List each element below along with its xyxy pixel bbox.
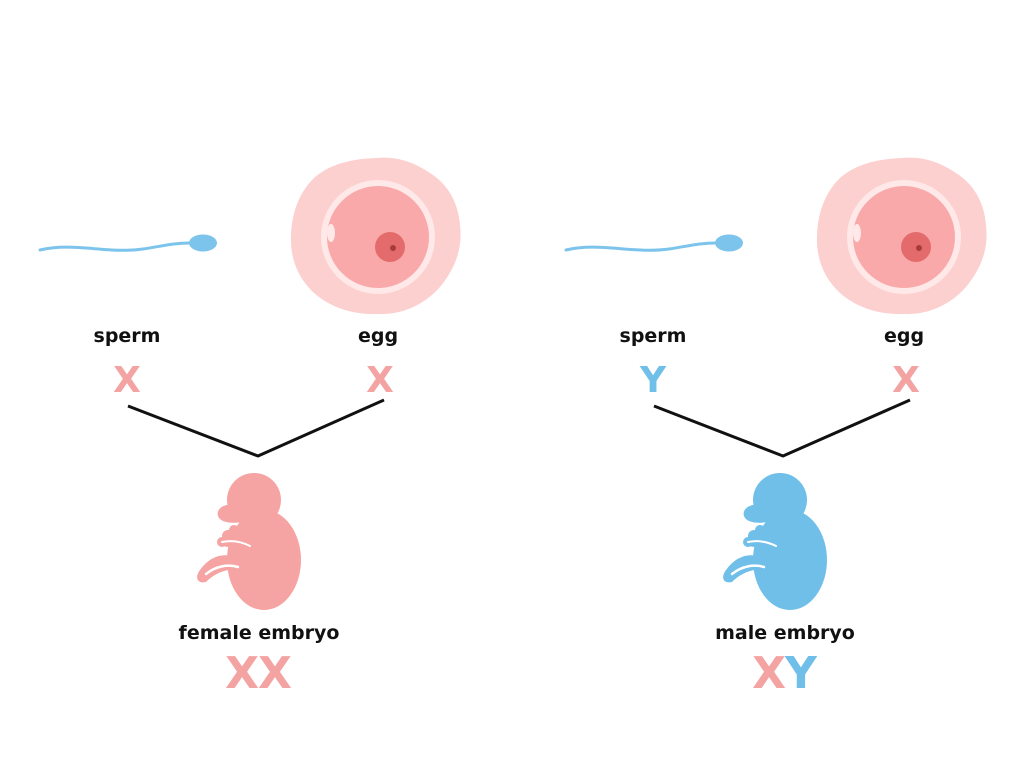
sperm-label: sperm — [93, 325, 161, 347]
egg-chromosome: X — [366, 360, 394, 401]
egg-label: egg — [357, 325, 399, 347]
egg-icon — [290, 157, 461, 315]
male-case-panel: sperm egg Y X male embryo XY — [526, 0, 1024, 768]
embryo-chromosome-2: Y — [785, 648, 817, 699]
embryo-chromosomes: XY — [752, 652, 817, 696]
female-connector-line — [127, 398, 385, 458]
embryo-chromosomes: XX — [225, 652, 292, 696]
embryo-chromosome-2: X — [258, 648, 292, 699]
egg-chromosome: X — [892, 360, 920, 401]
embryo-label: male embryo — [715, 622, 855, 644]
egg-icon — [816, 157, 987, 315]
embryo-icon — [197, 473, 301, 610]
sperm-label: sperm — [619, 325, 687, 347]
sperm-chromosome: X — [113, 360, 141, 401]
egg-label: egg — [883, 325, 925, 347]
female-case-panel: sperm egg X X female embryo XX — [38, 157, 461, 696]
embryo-icon — [723, 473, 827, 610]
embryo-chromosome-1: X — [752, 648, 786, 699]
embryo-label: female embryo — [178, 622, 340, 644]
sperm-icon — [38, 234, 217, 252]
sperm-chromosome: Y — [639, 360, 667, 401]
sperm-icon — [564, 234, 743, 252]
male-connector-line — [653, 398, 911, 458]
embryo-chromosome-1: X — [225, 648, 259, 699]
